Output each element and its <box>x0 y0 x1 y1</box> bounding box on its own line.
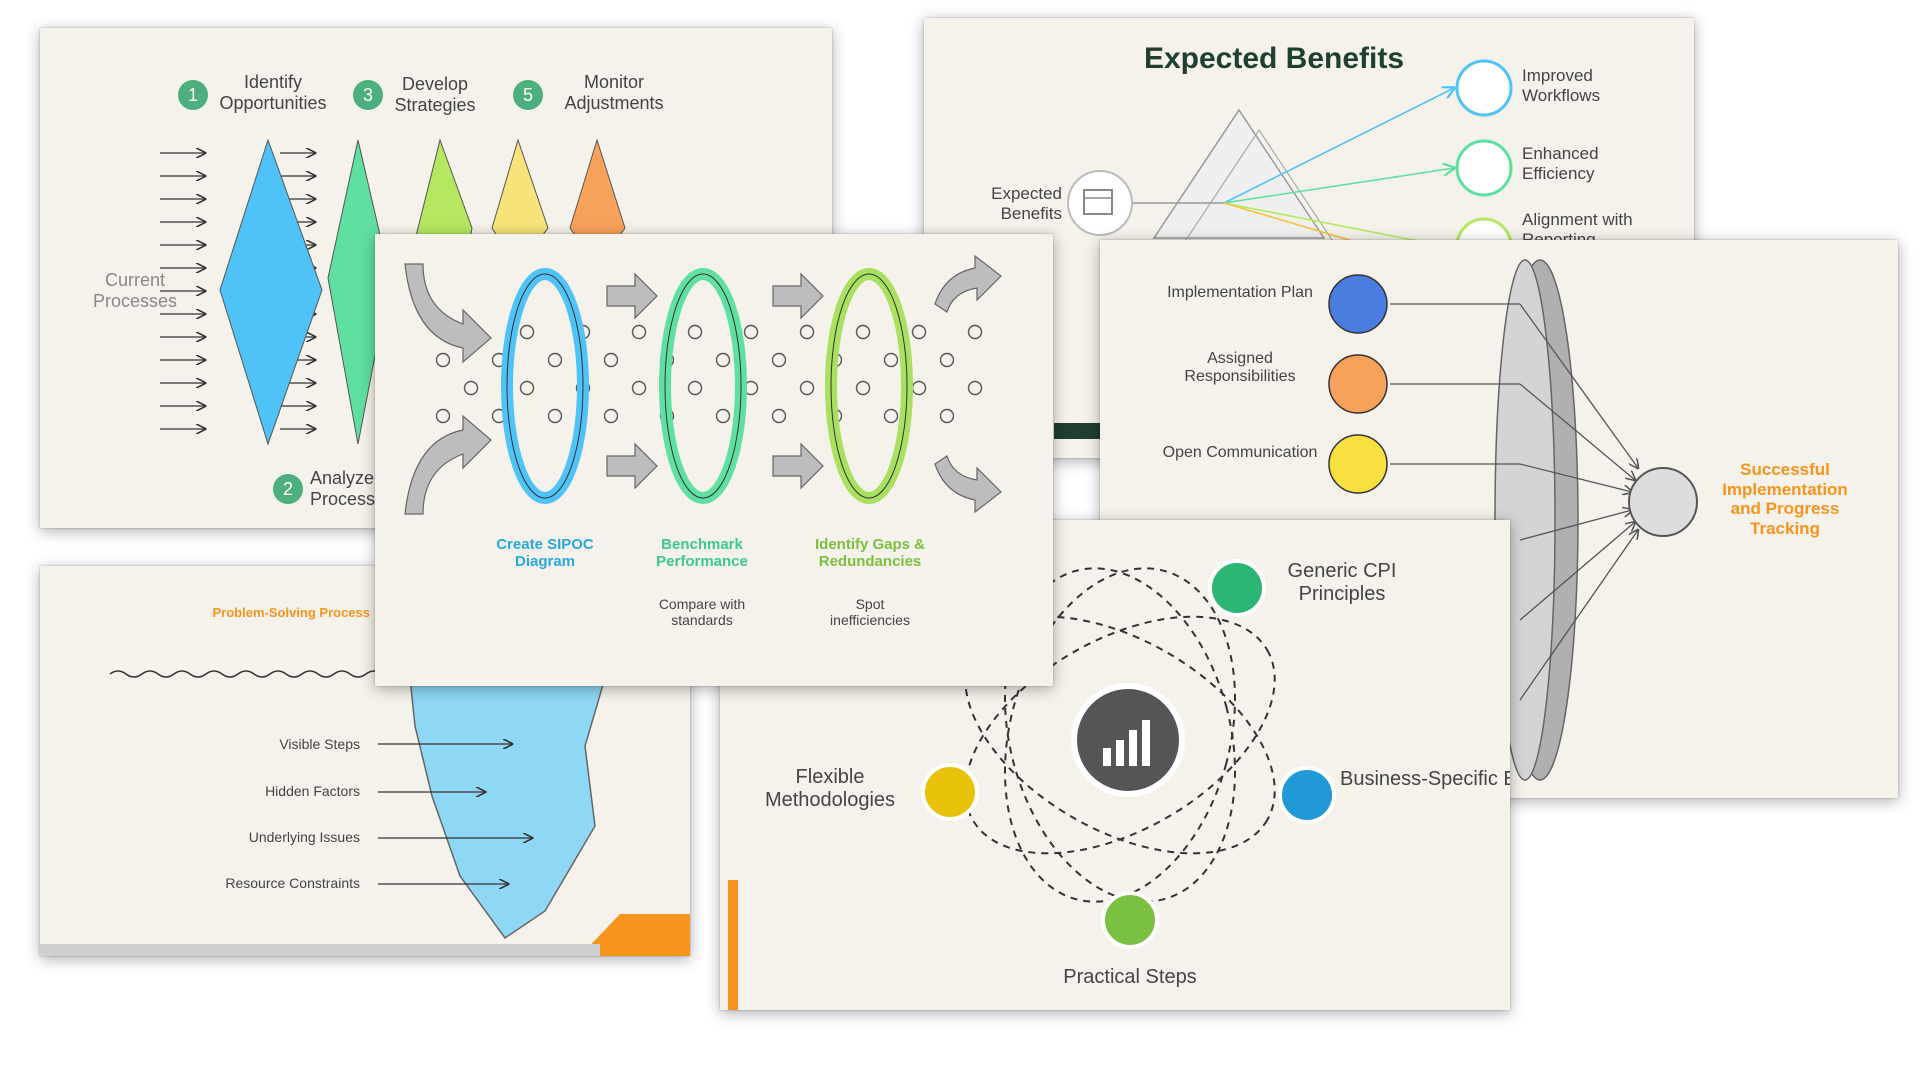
particle-dot <box>519 324 535 340</box>
ring-blue <box>501 268 589 504</box>
particle-dot <box>883 352 899 368</box>
particle-dot <box>939 408 955 424</box>
particle-dot <box>463 380 479 396</box>
particle-dot <box>603 352 619 368</box>
step-number-3: 3 <box>353 80 383 110</box>
particle-dot <box>715 408 731 424</box>
particle-dot <box>967 380 983 396</box>
step-title-sipoc: Create SIPOC Diagram <box>496 536 594 570</box>
step-desc-gaps: Spot inefficiencies <box>830 596 910 629</box>
practical-steps-icon-circle <box>1101 891 1159 949</box>
benefits-title: Expected Benefits <box>1143 42 1405 75</box>
particle-dot <box>715 352 731 368</box>
particle-dot <box>855 380 871 396</box>
particle-dot <box>911 324 927 340</box>
particle-dot <box>771 352 787 368</box>
dark-accent-bar <box>1054 423 1114 439</box>
straight-arrow-4 <box>772 442 824 490</box>
particle-dot <box>435 352 451 368</box>
particle-dot <box>687 324 703 340</box>
layer-visible-steps: Visible Steps <box>279 736 360 752</box>
benefit-enhanced-efficiency: Enhanced Efficiency <box>1522 144 1599 183</box>
particle-dot <box>631 324 647 340</box>
center-chart-icon-circle <box>1071 683 1185 797</box>
step-title-benchmark: Benchmark Performance <box>656 536 748 571</box>
slide-sipoc-rings: Create SIPOC Diagram Benchmark Performan… <box>375 234 1053 686</box>
implementation-diagram <box>1328 259 1698 781</box>
responsibilities-icon-circle <box>1328 354 1388 414</box>
step-label-identify: Identify Opportunities <box>219 72 327 113</box>
particle-dot <box>631 380 647 396</box>
step-label-analyze: Analyze Processes <box>310 468 395 509</box>
orbit-diagram <box>728 559 1336 1010</box>
step-label-monitor: Monitor Adjustments <box>564 72 664 113</box>
curved-arrow-in-bottom <box>404 414 492 515</box>
iceberg-body <box>409 677 607 940</box>
particle-dot <box>911 380 927 396</box>
particle-dot <box>799 380 815 396</box>
particle-dot <box>771 408 787 424</box>
ring-green <box>659 268 747 504</box>
benefit-improved-workflows: Improved Workflows <box>1522 66 1601 105</box>
business-examples-icon-circle <box>1278 766 1336 824</box>
source-icon-circle <box>1067 170 1133 236</box>
prism-outline <box>1152 108 1326 239</box>
cpi-principles-icon-circle <box>1208 559 1266 617</box>
input-open-communication: Open Communication <box>1162 444 1318 461</box>
node-business-examples: Business-Specific Examples <box>1340 768 1510 790</box>
curved-arrow-in-top <box>404 263 492 364</box>
prism-green <box>327 139 391 445</box>
workflow-icon-circle <box>1455 59 1513 117</box>
node-cpi-principles: Generic CPI Principles <box>1287 560 1397 605</box>
outcome-icon-circle <box>1628 467 1698 537</box>
particle-dot <box>855 324 871 340</box>
iceberg-top-label: Problem-Solving Process <box>212 605 371 620</box>
curved-arrow-out-top <box>934 254 1002 313</box>
step-number-5: 5 <box>513 80 543 110</box>
particle-dot <box>743 324 759 340</box>
particle-dot <box>519 380 535 396</box>
particle-dot <box>883 408 899 424</box>
input-implementation-plan: Implementation Plan <box>1167 284 1313 301</box>
efficiency-icon-circle <box>1455 139 1513 197</box>
node-practical-steps: Practical Steps <box>1063 966 1197 988</box>
input-assigned-responsibilities: Assigned Responsibilities <box>1184 350 1296 386</box>
orange-corner <box>580 914 690 956</box>
plan-icon-circle <box>1328 274 1388 334</box>
outcome-label: Successful Implementation and Progress T… <box>1722 460 1848 538</box>
straight-arrow-2 <box>606 442 658 490</box>
particle-dot <box>435 408 451 424</box>
node-flexible-methodologies: Flexible Methodologies <box>764 766 896 811</box>
step-number-2: 2 <box>273 474 303 504</box>
particle-dot <box>687 380 703 396</box>
straight-arrow-3 <box>772 272 824 320</box>
flexible-methods-icon-circle <box>921 763 979 821</box>
layer-hidden-factors: Hidden Factors <box>265 783 360 799</box>
prism-blue <box>219 138 323 446</box>
source-label: Expected Benefits <box>991 184 1062 223</box>
particle-dot <box>799 324 815 340</box>
step-number-1: 1 <box>178 80 208 110</box>
straight-arrow-1 <box>606 272 658 320</box>
particle-dot <box>967 324 983 340</box>
layer-underlying-issues: Underlying Issues <box>248 829 360 845</box>
particle-dot <box>939 352 955 368</box>
layer-resource-constraints: Resource Constraints <box>225 875 360 891</box>
particle-dot <box>603 408 619 424</box>
rings-diagram <box>404 254 1002 515</box>
input-label-current-processes: Current Processes <box>92 270 178 311</box>
step-desc-benchmark: Compare with standards <box>658 596 746 629</box>
step-title-gaps: Identify Gaps & Redundancies <box>814 536 926 571</box>
particle-dot <box>547 352 563 368</box>
particle-dot <box>547 408 563 424</box>
communication-icon-circle <box>1328 434 1388 494</box>
curved-arrow-out-bottom <box>934 455 1002 514</box>
step-label-develop: Develop Strategies <box>394 74 476 115</box>
